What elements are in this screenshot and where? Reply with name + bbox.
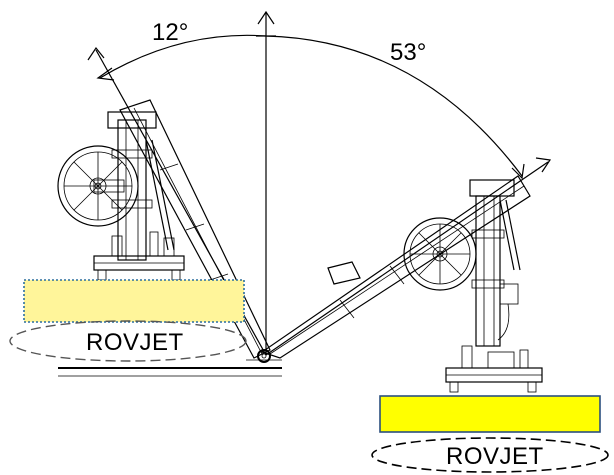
- reference-vertical-axis: [256, 10, 276, 355]
- rov-outline-right: [371, 437, 609, 473]
- rov-label-right: ROVJET: [446, 443, 544, 470]
- crane-left-tilted: [57, 99, 271, 359]
- right-tilt-line: [265, 157, 552, 356]
- angle-label-right: 53°: [390, 39, 426, 66]
- rov-outline-left: [9, 320, 247, 362]
- reel-wheel-right: [403, 217, 477, 291]
- crane-right-tilted: [260, 175, 543, 393]
- rov-body-left: [23, 279, 245, 323]
- arc-arrowhead-right: [511, 163, 525, 180]
- arc-arrowhead-left: [96, 67, 115, 81]
- angle-arc: [99, 34, 523, 177]
- rov-label-left: ROVJET: [86, 329, 184, 356]
- reel-wheel-left: [57, 145, 139, 227]
- rov-body-right: [379, 395, 601, 433]
- angle-label-left: 12°: [152, 19, 188, 46]
